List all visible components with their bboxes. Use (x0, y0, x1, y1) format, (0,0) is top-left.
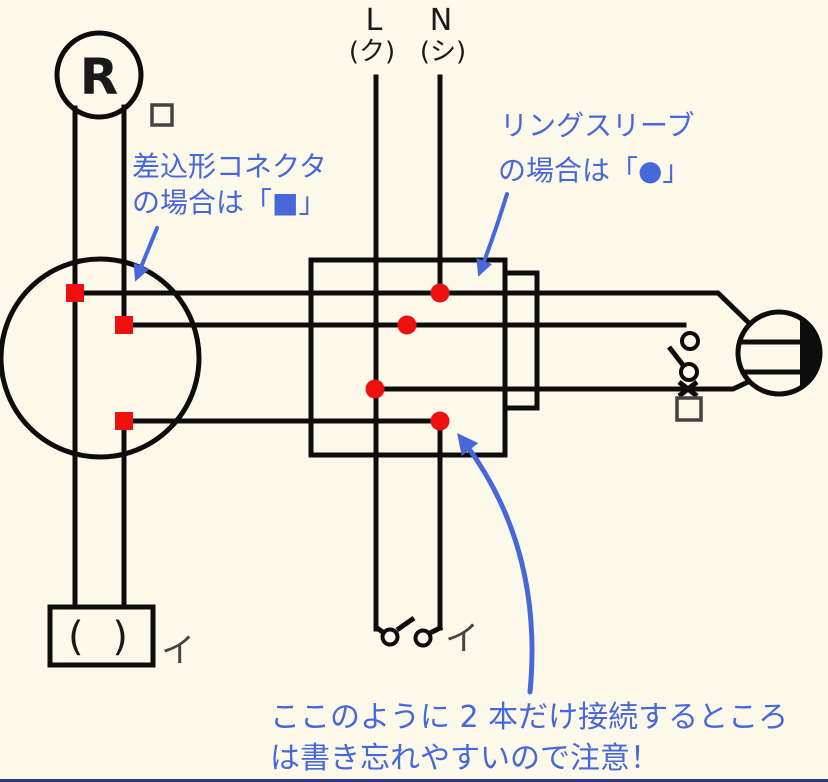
ring-sleeve-marker (430, 283, 450, 303)
outlet-symbol (735, 309, 823, 397)
junction-box-left-circle (0, 256, 202, 460)
connector-note-line1: 差込形コネクタ (132, 150, 327, 183)
caution-note-line1: ここのように 2 本だけ接続するところ (270, 700, 788, 735)
connector-square-marker (66, 284, 84, 302)
right-switch-x-connector (677, 380, 699, 398)
lamp-r-letter: R (80, 48, 119, 106)
wire-neutral-horizontal-to-outlet (72, 290, 754, 328)
right-switch-symbol (667, 331, 700, 398)
lamp-r-placeholder-square (150, 103, 174, 127)
connector-square-marker (115, 316, 133, 334)
bottom-switch-terminal-right (413, 628, 433, 648)
source-n-label: N (430, 3, 452, 38)
ceiling-fixture-text: ( ) (68, 614, 136, 660)
source-n-phase-label: (シ) (420, 37, 466, 67)
connector-note-line2: の場合は「■」 (132, 186, 326, 219)
ring-sleeve-note-arrow (476, 192, 509, 277)
bottom-switch-blade (395, 615, 416, 633)
right-switch-terminal-top (680, 331, 700, 351)
bottom-switch-circuit-mark: イ (445, 619, 479, 659)
connector-note-arrow (133, 226, 159, 282)
ceiling-fixture-circuit-mark: イ (161, 631, 195, 671)
outlet-circle (735, 309, 823, 397)
bottom-edge-bar (0, 779, 828, 782)
junction-box-side (502, 270, 540, 411)
source-l-phase-label: (ク) (349, 37, 395, 67)
bottom-switch-right-link (426, 624, 444, 637)
ring-sleeve-note-line1: リングスリーブ (500, 109, 694, 142)
connector-square-marker (115, 412, 133, 430)
junction-box-main (308, 257, 508, 458)
caution-note-arrow (457, 433, 535, 695)
lamp-r-circle (54, 30, 144, 120)
ring-sleeve-marker (430, 411, 450, 431)
ceiling-fixture-box (47, 604, 156, 668)
bottom-switch-symbol (373, 615, 444, 648)
outlet-filled-segment (800, 318, 820, 389)
right-switch-blade (667, 345, 685, 367)
right-switch-placeholder-square (675, 396, 703, 422)
ring-sleeve-marker (365, 379, 385, 399)
connection-markers (66, 283, 450, 431)
right-switch-terminal-bottom (679, 362, 699, 382)
wire-l-branch-to-outlet (373, 378, 752, 392)
source-l-label: L (366, 3, 383, 38)
bottom-switch-terminal-left (380, 627, 400, 647)
ring-sleeve-note-line2: の場合は「●」 (498, 154, 690, 187)
ring-sleeve-marker (397, 315, 417, 335)
caution-note-line2: は書き忘れやすいので注意！ (270, 741, 660, 776)
